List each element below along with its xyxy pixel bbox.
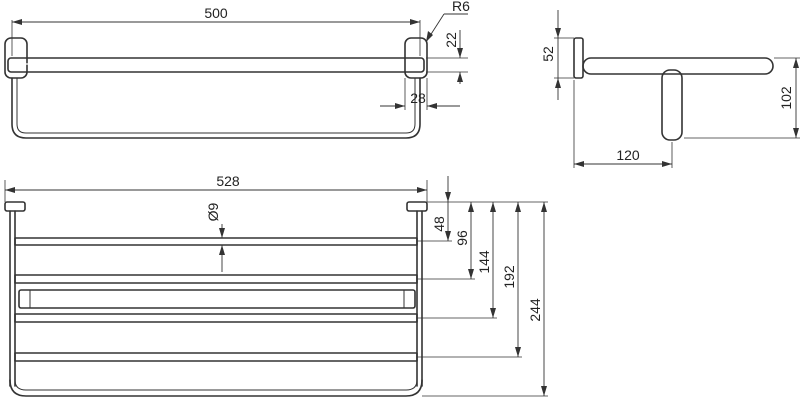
end-depth-label: 28 (410, 90, 426, 106)
right-cap (406, 201, 428, 212)
bar-gap-label: 22 (443, 32, 459, 48)
front-view: 528 Ø9 48 96 144 192 (4, 173, 548, 397)
radius-label: R6 (452, 0, 470, 14)
top-view: 500 R6 22 28 (4, 0, 470, 139)
side-arm (582, 57, 774, 75)
rod-1 (14, 237, 418, 246)
front-bottom-bar (9, 379, 423, 397)
towel-bar (18, 289, 416, 309)
left-cap (4, 201, 26, 212)
side-drop-leg (661, 69, 683, 141)
depth-192-label: 192 (501, 265, 517, 289)
side-view: 52 102 120 (540, 10, 800, 168)
width-label: 500 (204, 5, 228, 21)
top-bar (7, 57, 425, 73)
projection-label: 120 (616, 147, 640, 163)
rod-diameter-label: Ø9 (205, 202, 221, 221)
front-width-label: 528 (216, 173, 240, 189)
side-mount-plate (573, 37, 584, 79)
depth-244-label: 244 (527, 298, 543, 322)
depth-96-label: 96 (454, 230, 470, 246)
drop-label: 102 (778, 86, 794, 110)
depth-48-label: 48 (431, 216, 447, 232)
lower-rail (11, 77, 421, 139)
side-height-label: 52 (540, 46, 556, 62)
depth-144-label: 144 (476, 250, 492, 274)
